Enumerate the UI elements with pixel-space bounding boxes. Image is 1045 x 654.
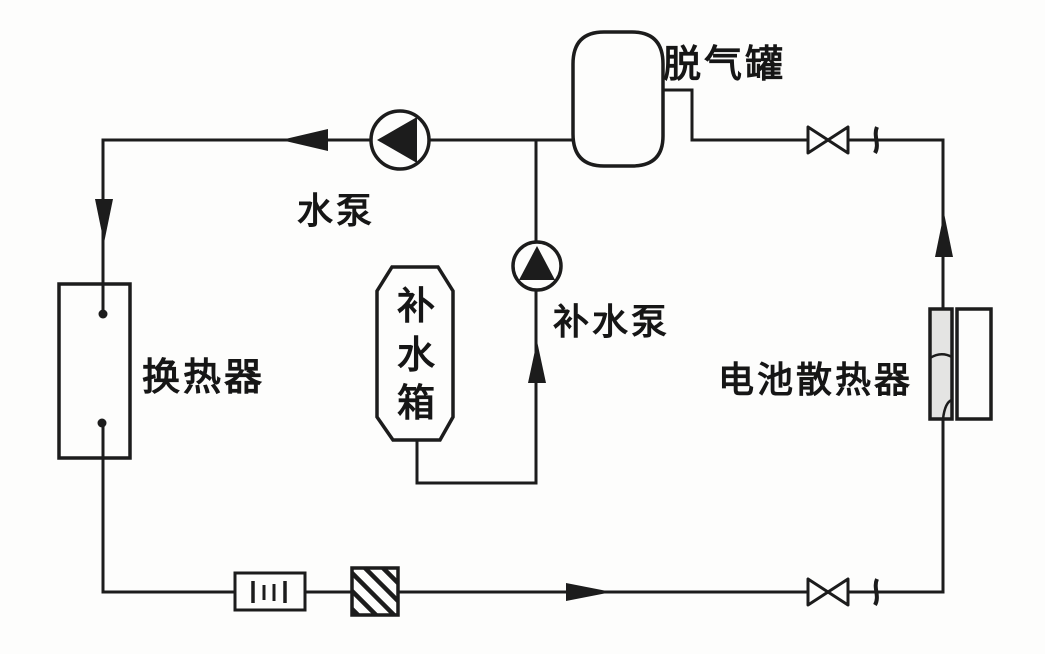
pump-rotor-icon [519, 246, 555, 280]
coolant-loop-pipes [101, 88, 945, 594]
heat-exchanger-label: 换热器 [142, 357, 266, 399]
pipe-break-mark-bottom [873, 578, 879, 606]
flow-arrow-up-right [935, 213, 953, 257]
makeup-tank-label: 补水箱 [396, 286, 435, 426]
water-pump-symbol [369, 109, 431, 171]
port-dot-top [98, 309, 108, 319]
heater-symbol [233, 571, 307, 612]
pipe-break-mark-top [873, 126, 879, 154]
flow-arrow-down-left [95, 199, 113, 243]
flow-arrow-up-makeup [528, 341, 546, 383]
battery-radiator-symbol [928, 307, 993, 421]
water-pump-label: 水泵 [297, 190, 376, 231]
port-dot-bottom [97, 418, 107, 428]
pump-rotor-icon [377, 117, 417, 163]
pipe-makeup-branch [415, 138, 538, 485]
degassing-tank-label: 脱气罐 [663, 44, 787, 86]
battery-radiator-label: 电池散热器 [718, 359, 914, 400]
makeup-pump-label: 补水泵 [553, 301, 671, 342]
filter-symbol [350, 566, 400, 617]
makeup-tank-symbol [375, 265, 455, 442]
shutoff-valve-top [806, 125, 850, 155]
shutoff-valve-bottom [806, 577, 850, 607]
degassing-tank-symbol [571, 30, 665, 168]
pipe-top-right [661, 88, 945, 142]
flow-arrow-right-bottom [566, 583, 612, 601]
heat-exchanger-symbol [57, 282, 132, 460]
makeup-pump-symbol [511, 240, 563, 292]
flow-arrow-left-top [281, 129, 328, 151]
